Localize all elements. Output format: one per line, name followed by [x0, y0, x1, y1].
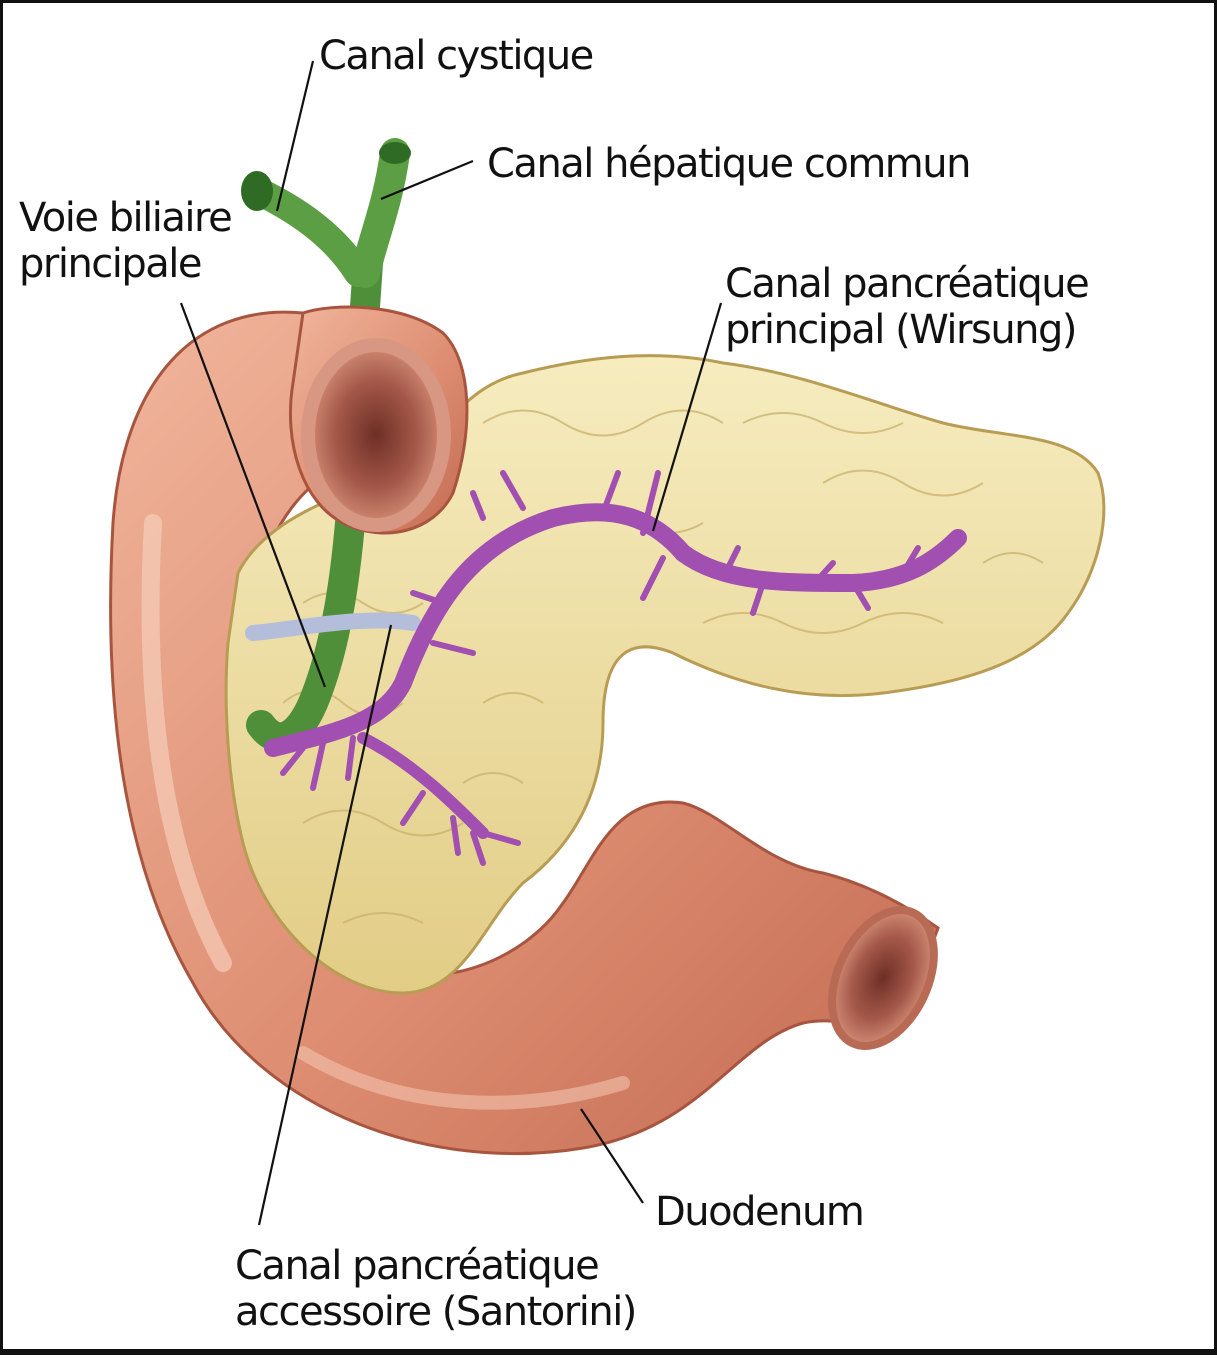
leader-canal-cystique	[277, 61, 313, 211]
label-voie-biliaire-principale: Voie biliaire principale	[19, 195, 231, 287]
label-santorini-line-1: Canal pancréatique	[235, 1243, 636, 1289]
label-santorini-line-2: accessoire (Santorini)	[235, 1289, 636, 1335]
hepatic-duct	[365, 153, 395, 273]
label-wirsung-line-2: principal (Wirsung)	[725, 307, 1088, 353]
cystic-duct	[258, 191, 358, 273]
label-wirsung-line-1: Canal pancréatique	[725, 261, 1088, 307]
label-canal-hepatique-commun: Canal hépatique commun	[487, 141, 970, 187]
label-voie-biliaire-line-1: Voie biliaire	[19, 195, 231, 241]
label-duodenum: Duodenum	[655, 1189, 863, 1235]
label-canal-pancreatique-principal: Canal pancréatique principal (Wirsung)	[725, 261, 1088, 353]
duodenum-proximal-lumen	[308, 345, 444, 525]
label-canal-pancreatique-accessoire: Canal pancréatique accessoire (Santorini…	[235, 1243, 636, 1335]
label-voie-biliaire-line-2: principale	[19, 241, 231, 287]
label-canal-cystique: Canal cystique	[319, 33, 593, 79]
